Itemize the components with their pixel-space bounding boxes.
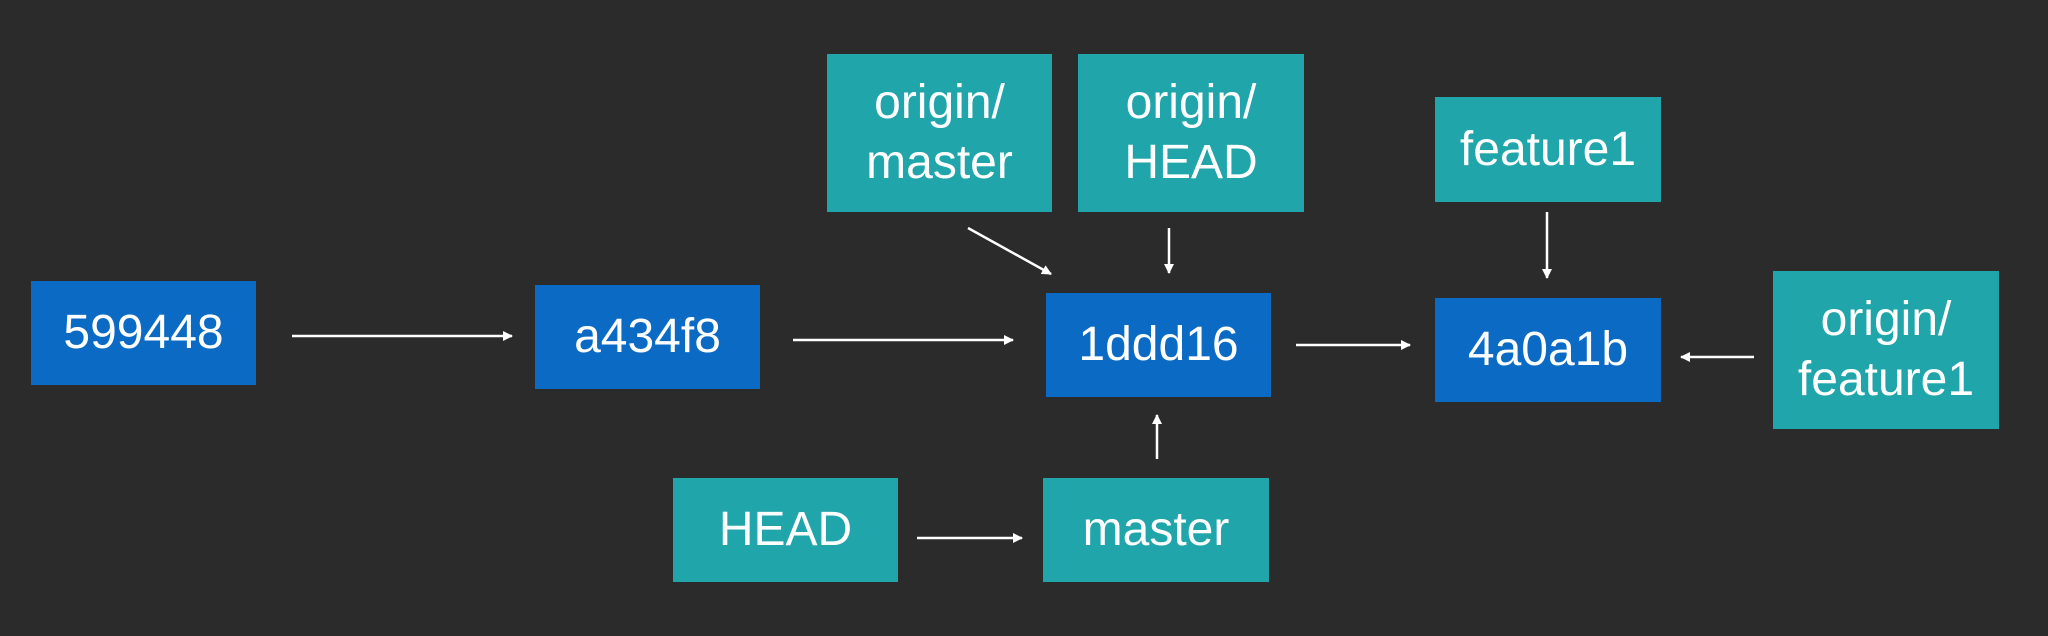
ref-label: master	[1082, 503, 1230, 556]
ref-origin-master: origin/ master	[827, 54, 1052, 212]
commit-label: a434f8	[574, 310, 721, 363]
ref-label: origin/ feature1	[1797, 293, 1975, 406]
arrow-origin-master-to-1ddd16	[967, 226, 1052, 276]
ref-origin-feature1: origin/ feature1	[1773, 271, 1999, 429]
commit-label: 4a0a1b	[1467, 323, 1629, 376]
ref-label: feature1	[1459, 122, 1637, 176]
ref-head: HEAD	[673, 478, 898, 582]
commit-a434f8: a434f8	[535, 285, 760, 389]
ref-label: origin/ master	[866, 76, 1013, 189]
ref-label: HEAD	[718, 503, 853, 556]
commit-599448: 599448	[31, 281, 256, 385]
commit-label: 599448	[63, 306, 224, 359]
commit-4a0a1b: 4a0a1b	[1435, 298, 1661, 402]
ref-feature1: feature1	[1435, 97, 1661, 202]
ref-master: master	[1043, 478, 1269, 582]
commit-label: 1ddd16	[1078, 318, 1239, 371]
ref-label: origin/ HEAD	[1124, 76, 1258, 189]
ref-origin-head: origin/ HEAD	[1078, 54, 1304, 212]
commit-1ddd16: 1ddd16	[1046, 293, 1271, 397]
